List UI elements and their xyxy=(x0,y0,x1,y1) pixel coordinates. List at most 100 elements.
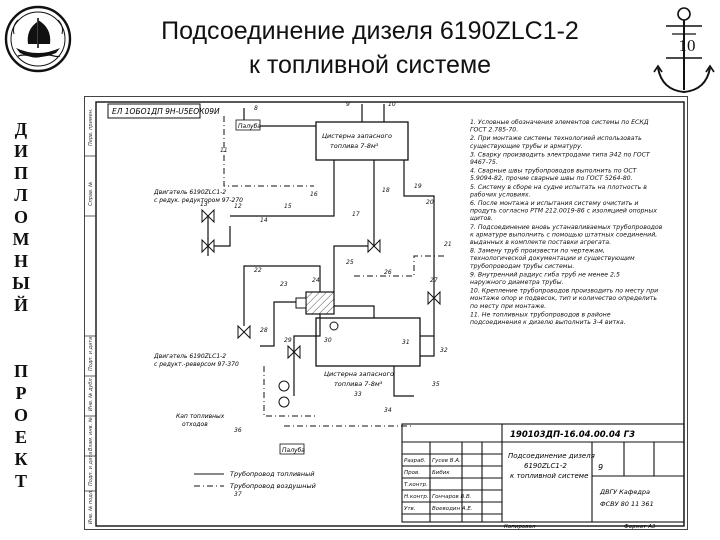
port-label-a: Палуба xyxy=(238,123,261,130)
role-label: Пров. xyxy=(404,470,420,476)
side_word2-letter: Р xyxy=(15,383,27,403)
port-label-b: Палуба xyxy=(282,447,305,454)
svg-text:Справ. №: Справ. № xyxy=(88,182,94,206)
position-mark: 20 xyxy=(426,199,434,206)
role-name: Воеводин А.Е. xyxy=(432,506,473,512)
org-2: ФСВУ 80 11 361 xyxy=(600,500,654,508)
note-item: 10. Крепление трубопроводов производить … xyxy=(470,287,658,310)
side_word1-letter: П xyxy=(13,163,28,183)
tank-bottom-label-1: Цистерна запасного xyxy=(324,370,394,378)
footer-copied: Копировал xyxy=(504,524,536,530)
position-mark: 13 xyxy=(200,201,208,208)
svg-text:Перв. примен.: Перв. примен. xyxy=(88,108,94,146)
side_word1-letter: М xyxy=(12,229,30,249)
engine2-label-1: Двигатель 6190ZLC1-2 xyxy=(153,353,226,360)
doc-title-1: Подсоединение дизеля xyxy=(508,452,595,460)
position-mark: 23 xyxy=(280,281,288,288)
note-item: 9. Внутренний радиус гиба труб не менее … xyxy=(470,270,620,286)
stamp-code: ЕЛ 1ОБО1ДП 9Н-U5ЕОК09И xyxy=(112,107,220,116)
side_word1-letter: И xyxy=(13,141,28,161)
position-mark: 29 xyxy=(284,337,292,344)
legend-fuel: Трубопровод топливный xyxy=(230,470,314,478)
svg-text:Подп. и дата: Подп. и дата xyxy=(88,452,94,486)
role-name: Гончаров В.В. xyxy=(432,494,472,500)
footer-format: Формат А3 xyxy=(624,524,656,530)
note-item: 3. Сварку производить электродами типа Э… xyxy=(470,151,651,166)
page-number: 10 xyxy=(678,36,696,55)
role-label: Разраб. xyxy=(404,458,426,464)
doc-title-3: к топливной системе xyxy=(510,472,588,480)
position-mark: 26 xyxy=(384,269,392,276)
slide-title-line2: к топливной системе xyxy=(248,51,492,79)
position-mark: 34 xyxy=(384,407,392,414)
svg-text:Подп. и дата: Подп. и дата xyxy=(88,337,94,371)
position-mark: 11 xyxy=(220,147,228,154)
position-mark: 28 xyxy=(260,327,268,334)
position-mark: 24 xyxy=(312,277,320,284)
position-mark: 33 xyxy=(354,391,362,398)
tank-bottom-label-2: топлива 7-8м³ xyxy=(334,380,383,388)
svg-text:Взам. инв. №: Взам. инв. № xyxy=(88,417,94,451)
engine2-label-2: с редукт.-реверсом 97-370 xyxy=(154,361,239,368)
svg-text:Инв. № подл.: Инв. № подл. xyxy=(88,490,94,525)
doc-code: 190103ДП-16.04.00.04 Г3 xyxy=(510,430,635,440)
university-ship-logo xyxy=(4,5,72,73)
note-item: 6. После монтажа и испытания систему очи… xyxy=(470,200,657,222)
position-mark: 37 xyxy=(234,491,242,498)
note-item: 2. При монтаже системы технологией испол… xyxy=(470,135,642,150)
sheet-number: 9 xyxy=(598,463,603,472)
slide-title: Подсоединение дизеля 6190ZLC1-2 к топлив… xyxy=(100,14,640,82)
engine1-label-2: с редук. редуктором 97-270 xyxy=(154,197,243,204)
position-mark: 22 xyxy=(254,267,262,274)
position-mark: 15 xyxy=(284,203,292,210)
position-mark: 32 xyxy=(440,347,448,354)
slide-title-line1: Подсоединение дизеля 6190ZLC1-2 xyxy=(161,17,579,45)
side_word2-letter: О xyxy=(13,405,28,425)
note-item: 7. Подсоединение вновь устанавливаемых т… xyxy=(470,223,663,246)
position-mark: 9 xyxy=(346,101,350,108)
position-mark: 14 xyxy=(260,217,268,224)
side_word1-letter: О xyxy=(13,207,28,227)
position-mark: 30 xyxy=(324,337,332,344)
side_word2-letter: П xyxy=(13,361,28,381)
position-mark: 19 xyxy=(414,183,422,190)
position-mark: 21 xyxy=(444,241,452,248)
doc-title-2: 6190ZLC1-2 xyxy=(524,462,567,470)
fuel-system-drawing: Перв. примен. Справ. № Подп. и дата Инв.… xyxy=(84,96,688,530)
position-mark: 35 xyxy=(432,381,440,388)
anchor-icon xyxy=(653,7,715,94)
side_word1-letter: Н xyxy=(13,251,28,271)
position-mark: 27 xyxy=(430,277,438,284)
side_word1-letter: Й xyxy=(13,295,28,315)
org-1: ДВГУ Кафедра xyxy=(599,488,650,496)
side_word1-letter: Д xyxy=(14,119,28,139)
side_word1-letter: Л xyxy=(14,185,28,205)
position-mark: 10 xyxy=(388,101,396,108)
side_word2-letter: Е xyxy=(14,427,27,447)
role-label: Н.контр. xyxy=(404,494,429,500)
tank-top-label-2: топлива 7-8м³ xyxy=(330,142,379,150)
note-item: 4. Сварные швы трубопроводов выполнить п… xyxy=(470,167,638,183)
role-label: Т.контр. xyxy=(404,482,428,488)
role-label: Утв. xyxy=(404,506,416,512)
engine1-label-1: Двигатель 6190ZLC1-2 xyxy=(153,189,226,196)
position-mark: 8 xyxy=(254,105,258,112)
side_word2-letter: Т xyxy=(14,471,27,491)
position-mark: 17 xyxy=(352,211,360,218)
note-item: 1. Условные обозначения элементов систем… xyxy=(470,118,649,134)
position-mark: 25 xyxy=(346,259,354,266)
pan-label-2: отходов xyxy=(182,421,208,428)
legend-air: Трубопровод воздушный xyxy=(230,482,316,490)
note-item: 8. Замену труб произвести по чертежам,те… xyxy=(470,247,635,270)
role-name: Бибик xyxy=(432,470,450,476)
role-name: Гусев В.А. xyxy=(432,458,461,464)
side_word2-letter: К xyxy=(14,449,28,469)
note-item: 5. Систему в сборе на судне испытать на … xyxy=(469,183,647,199)
position-mark: 18 xyxy=(382,187,390,194)
pan-label-1: Кап топливных xyxy=(176,413,225,420)
position-mark: 31 xyxy=(402,339,410,346)
tank-top-label-1: Цистерна запасного xyxy=(322,132,392,140)
